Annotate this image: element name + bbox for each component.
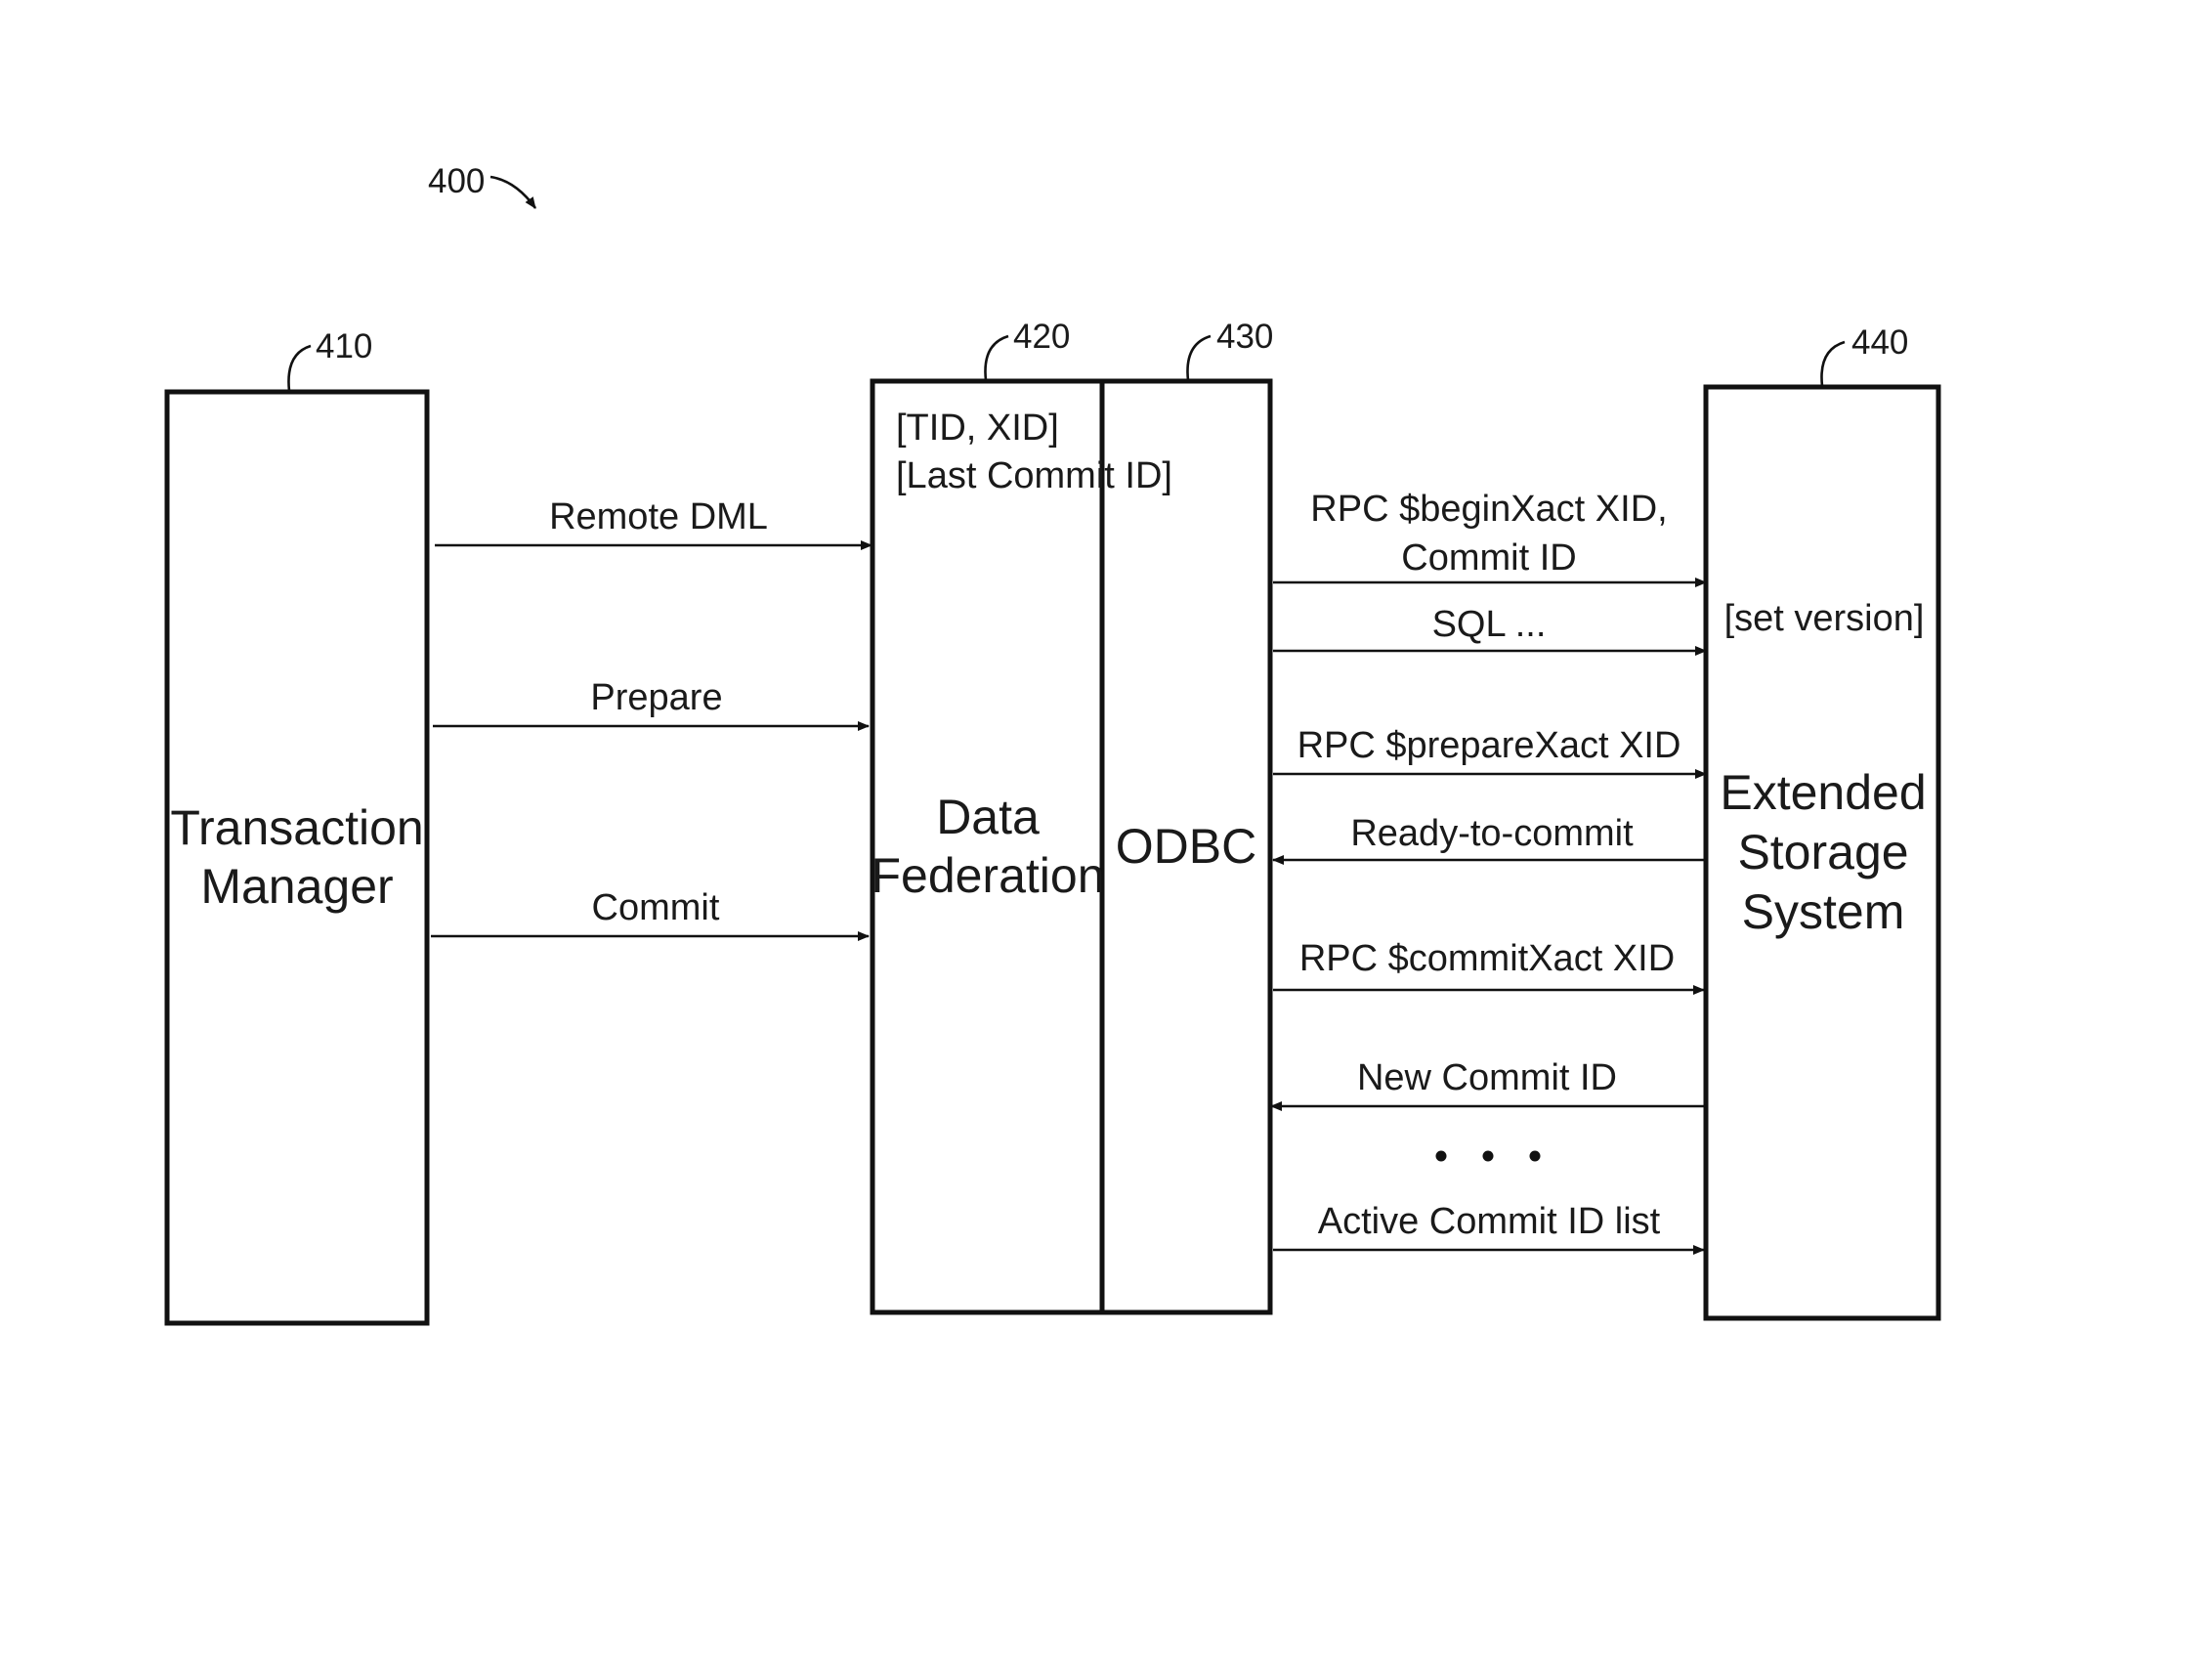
ref-420-leader (985, 336, 1008, 380)
message-commit: Commit (431, 887, 869, 936)
message-sql: SQL ... (1273, 604, 1706, 651)
transaction-manager-label-line-2: Manager (200, 859, 393, 914)
message-remote-dml: Remote DML (435, 496, 872, 545)
ref-410-leader (288, 346, 311, 391)
message-prepare-xact-label: RPC $prepareXact XID (1297, 725, 1681, 766)
ref-410-label: 410 (316, 327, 372, 365)
extended-storage-label-line-1: Extended (1720, 765, 1926, 820)
ref-420-label: 420 (1013, 318, 1070, 356)
ellipsis-dot-2 (1483, 1151, 1494, 1162)
message-active-commit-id-list-label: Active Commit ID list (1318, 1201, 1661, 1242)
message-prepare-xact: RPC $prepareXact XID (1273, 725, 1706, 774)
message-begin-xact-label-line-2: Commit ID (1401, 537, 1576, 579)
message-ready-to-commit: Ready-to-commit (1273, 813, 1706, 860)
data-federation-note-line-2: [Last Commit ID] (896, 455, 1172, 496)
message-active-commit-id-list: Active Commit ID list (1273, 1201, 1704, 1250)
data-federation-label-line-1: Data (936, 790, 1040, 844)
message-begin-xact-label-line-1: RPC $beginXact XID, (1310, 489, 1667, 530)
message-remote-dml-label: Remote DML (549, 496, 768, 537)
odbc-label: ODBC (1116, 819, 1256, 874)
extended-storage-label-line-2: Storage (1737, 825, 1908, 879)
extended-storage-label-line-3: System (1742, 884, 1905, 939)
ref-440-leader (1821, 342, 1845, 386)
message-commit-label: Commit (592, 887, 720, 928)
extended-storage-box: [set version] Extended Storage System 44… (1706, 323, 1938, 1318)
ref-430-leader (1187, 336, 1211, 380)
transaction-manager-box: Transaction Manager 410 (167, 327, 427, 1323)
ellipsis-dot-1 (1436, 1151, 1447, 1162)
data-federation-note-line-1: [TID, XID] (896, 408, 1059, 449)
ellipsis-dots (1436, 1151, 1541, 1162)
message-begin-xact: RPC $beginXact XID, Commit ID (1273, 489, 1706, 582)
message-new-commit-id: New Commit ID (1271, 1057, 1706, 1106)
ref-440-label: 440 (1851, 323, 1908, 362)
figure-ref-arrow (490, 177, 535, 208)
ellipsis-dot-3 (1530, 1151, 1541, 1162)
message-sql-label: SQL ... (1432, 604, 1547, 645)
figure-ref-label: 400 (428, 162, 485, 200)
message-new-commit-id-label: New Commit ID (1357, 1057, 1617, 1098)
message-ready-to-commit-label: Ready-to-commit (1350, 813, 1634, 854)
extended-storage-note: [set version] (1724, 598, 1925, 639)
transaction-manager-rect (167, 392, 427, 1323)
message-commit-xact: RPC $commitXact XID (1273, 938, 1704, 990)
message-prepare: Prepare (433, 677, 869, 726)
transaction-manager-label-line-1: Transaction (170, 800, 423, 855)
data-federation-odbc-box: [TID, XID] [Last Commit ID] Data Federat… (871, 318, 1273, 1312)
message-prepare-label: Prepare (590, 677, 722, 718)
ref-430-label: 430 (1216, 318, 1273, 356)
message-commit-xact-label: RPC $commitXact XID (1299, 938, 1675, 979)
data-federation-label-line-2: Federation (871, 848, 1104, 903)
